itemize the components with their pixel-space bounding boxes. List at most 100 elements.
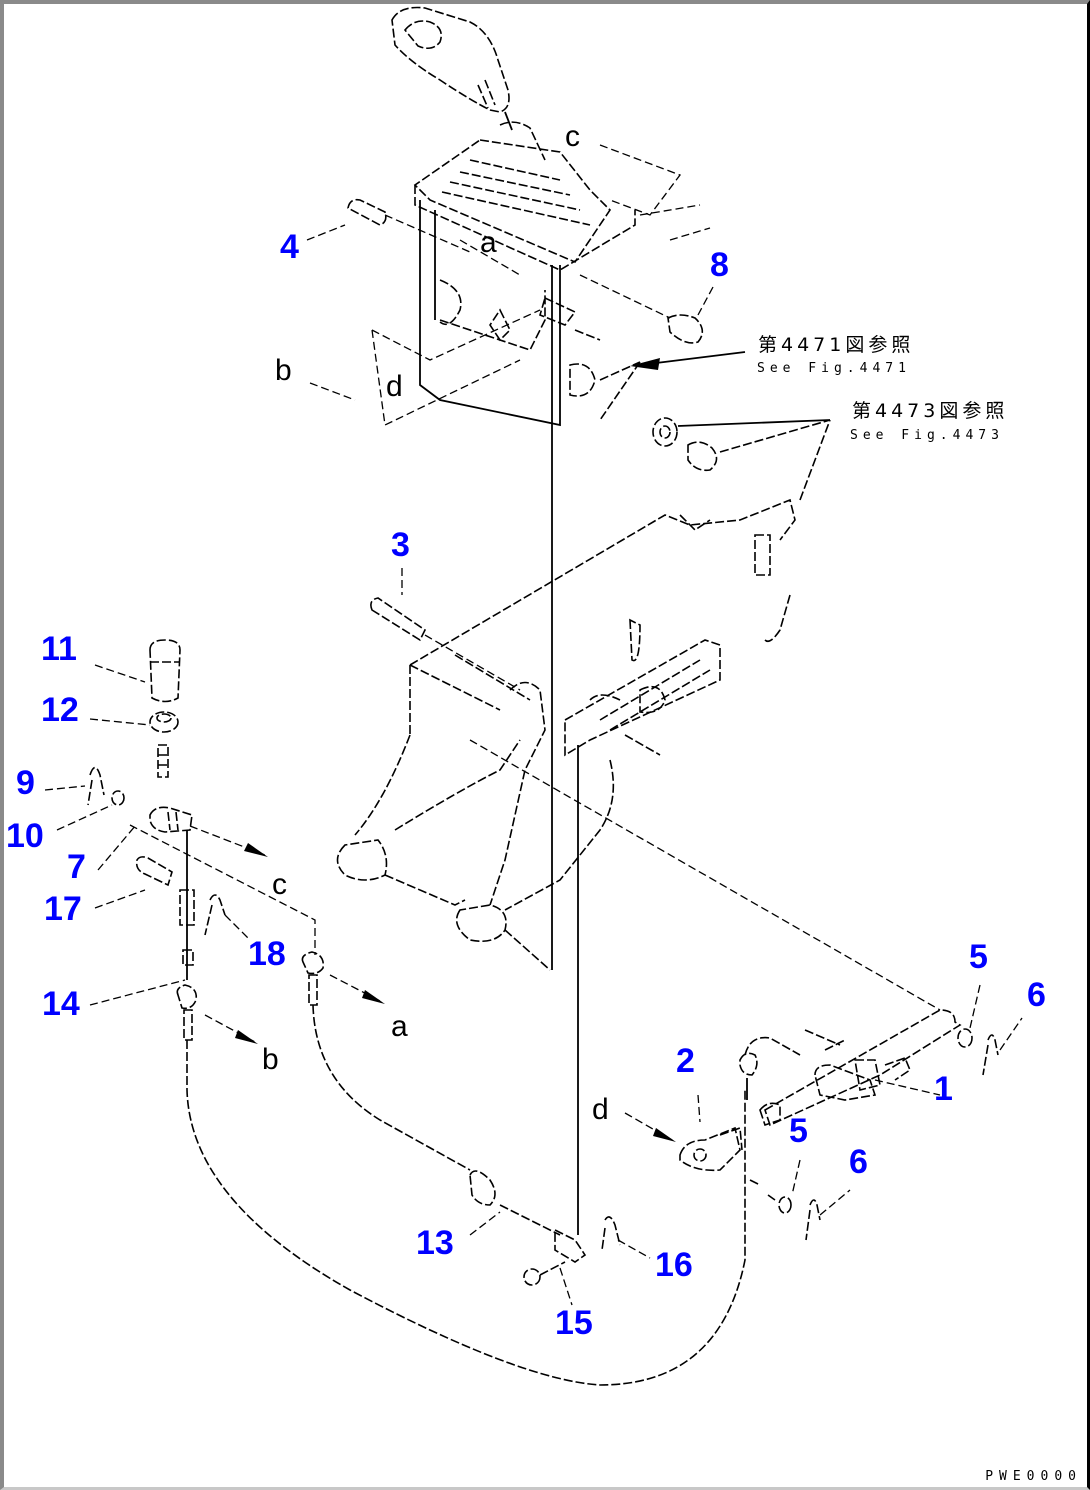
leader-1 <box>874 1079 941 1096</box>
shift-knob <box>391 6 513 131</box>
shift-lever-bracket <box>419 200 601 427</box>
view-marker-c-bottom: c <box>272 868 287 901</box>
ref-4473-arrow-1 <box>677 419 831 427</box>
part-label-6-lower[interactable]: 6 <box>849 1143 868 1181</box>
bolt-8 <box>579 274 704 344</box>
leader-9 <box>44 785 86 791</box>
part-label-16[interactable]: 16 <box>655 1246 693 1284</box>
part-label-1[interactable]: 1 <box>934 1070 953 1108</box>
ref-4471-leader <box>599 361 641 421</box>
washer-5-upper <box>957 1028 973 1048</box>
clip-18 <box>204 894 226 936</box>
view-b-arrow <box>309 382 356 401</box>
cable-end-a <box>301 951 325 1006</box>
cable-b-loop <box>186 1040 746 1386</box>
part-label-12[interactable]: 12 <box>41 691 79 729</box>
shift-lever-boot <box>413 121 636 271</box>
cable-adjuster-13 <box>469 1170 561 1236</box>
leader-5-upper <box>969 984 981 1029</box>
reference-4473-en: See Fig.4473 <box>850 428 1004 443</box>
leader-16 <box>617 1239 651 1259</box>
leader-5-lower <box>791 1159 801 1196</box>
leader-17 <box>94 889 146 909</box>
part-label-14[interactable]: 14 <box>42 985 80 1023</box>
ref-4473-arrow-2 <box>719 419 831 453</box>
ref-4473-arrow-3 <box>799 419 831 501</box>
shaft-1 <box>759 1009 962 1127</box>
clip-6-upper <box>982 1034 999 1076</box>
part-label-15[interactable]: 15 <box>555 1304 593 1342</box>
leader-11 <box>94 664 146 683</box>
bolt-4473 <box>687 441 718 472</box>
part-label-9[interactable]: 9 <box>16 764 35 802</box>
part-label-17[interactable]: 17 <box>44 890 82 928</box>
leader-12 <box>89 718 151 726</box>
leader-2 <box>697 1094 701 1123</box>
cable-a-route <box>312 1004 471 1171</box>
clevis-13 <box>554 1228 587 1263</box>
view-marker-c-top: c <box>565 120 580 153</box>
view-b-lower-arrow <box>204 1014 256 1043</box>
pin-15 <box>523 1261 566 1286</box>
part-label-13[interactable]: 13 <box>416 1224 454 1262</box>
leader-7 <box>97 824 137 871</box>
view-marker-b-top: b <box>275 354 292 387</box>
view-d-bracket <box>371 309 541 426</box>
lever-housing-bracket <box>336 498 796 971</box>
clevis-14-upper <box>179 889 195 966</box>
view-marker-a-top: a <box>480 226 497 259</box>
washer-4473 <box>652 417 678 447</box>
view-marker-d-top: d <box>386 370 403 403</box>
view-c-bracket <box>599 144 682 216</box>
leader-4 <box>306 224 346 241</box>
leader-6-upper <box>999 1017 1023 1051</box>
cable-end-d <box>739 1036 801 1100</box>
reference-4471-en: See Fig.4471 <box>757 361 911 376</box>
knob-cap-11 <box>149 639 181 703</box>
leader-8 <box>697 286 714 316</box>
figure-code: PWE0000 <box>985 1469 1082 1484</box>
pin-3 <box>370 597 521 691</box>
part-label-4[interactable]: 4 <box>280 228 299 266</box>
pin-alignment-line <box>469 739 941 1011</box>
reference-4473-jp: 第4473図参照 <box>852 400 1009 422</box>
shaft-guide <box>804 1029 846 1051</box>
washer-10 <box>111 790 125 806</box>
clip-6-lower <box>805 1199 821 1241</box>
leader-10 <box>56 804 113 831</box>
reference-4471-jp: 第4471図参照 <box>758 334 915 356</box>
part-2-dashes <box>749 1179 776 1201</box>
part-label-3[interactable]: 3 <box>391 526 410 564</box>
clip-16 <box>601 1216 621 1251</box>
part-label-11[interactable]: 11 <box>41 630 77 668</box>
washer-5-lower <box>778 1196 792 1214</box>
view-marker-d-bottom: d <box>592 1093 609 1126</box>
part-label-18[interactable]: 18 <box>248 935 286 973</box>
view-d-lower-arrow <box>624 1112 673 1141</box>
view-marker-a-bottom: a <box>391 1010 408 1043</box>
part-label-5-lower[interactable]: 5 <box>789 1112 808 1150</box>
clevis-2 <box>679 1126 743 1172</box>
leader-15 <box>559 1267 573 1306</box>
part-label-8[interactable]: 8 <box>710 246 729 284</box>
clip-9 <box>87 766 105 806</box>
nut-12 <box>149 711 179 733</box>
stud <box>157 744 169 778</box>
part-label-10[interactable]: 10 <box>6 817 44 855</box>
pin-17 <box>135 856 173 887</box>
view-c-rods <box>639 204 711 241</box>
leader-6-lower <box>819 1189 851 1216</box>
part-label-2[interactable]: 2 <box>676 1042 695 1080</box>
leader-14 <box>89 979 186 1006</box>
bolt-4 <box>347 198 471 253</box>
leader-13 <box>469 1211 501 1236</box>
leader-18 <box>224 914 251 941</box>
cable-end-14 <box>176 984 198 1041</box>
part-label-5-upper[interactable]: 5 <box>969 938 988 976</box>
part-label-7[interactable]: 7 <box>67 848 86 886</box>
view-marker-b-bottom: b <box>262 1043 279 1076</box>
view-c-lower-line <box>129 824 316 955</box>
lever-7 <box>149 806 193 833</box>
part-label-6-upper[interactable]: 6 <box>1027 976 1046 1014</box>
